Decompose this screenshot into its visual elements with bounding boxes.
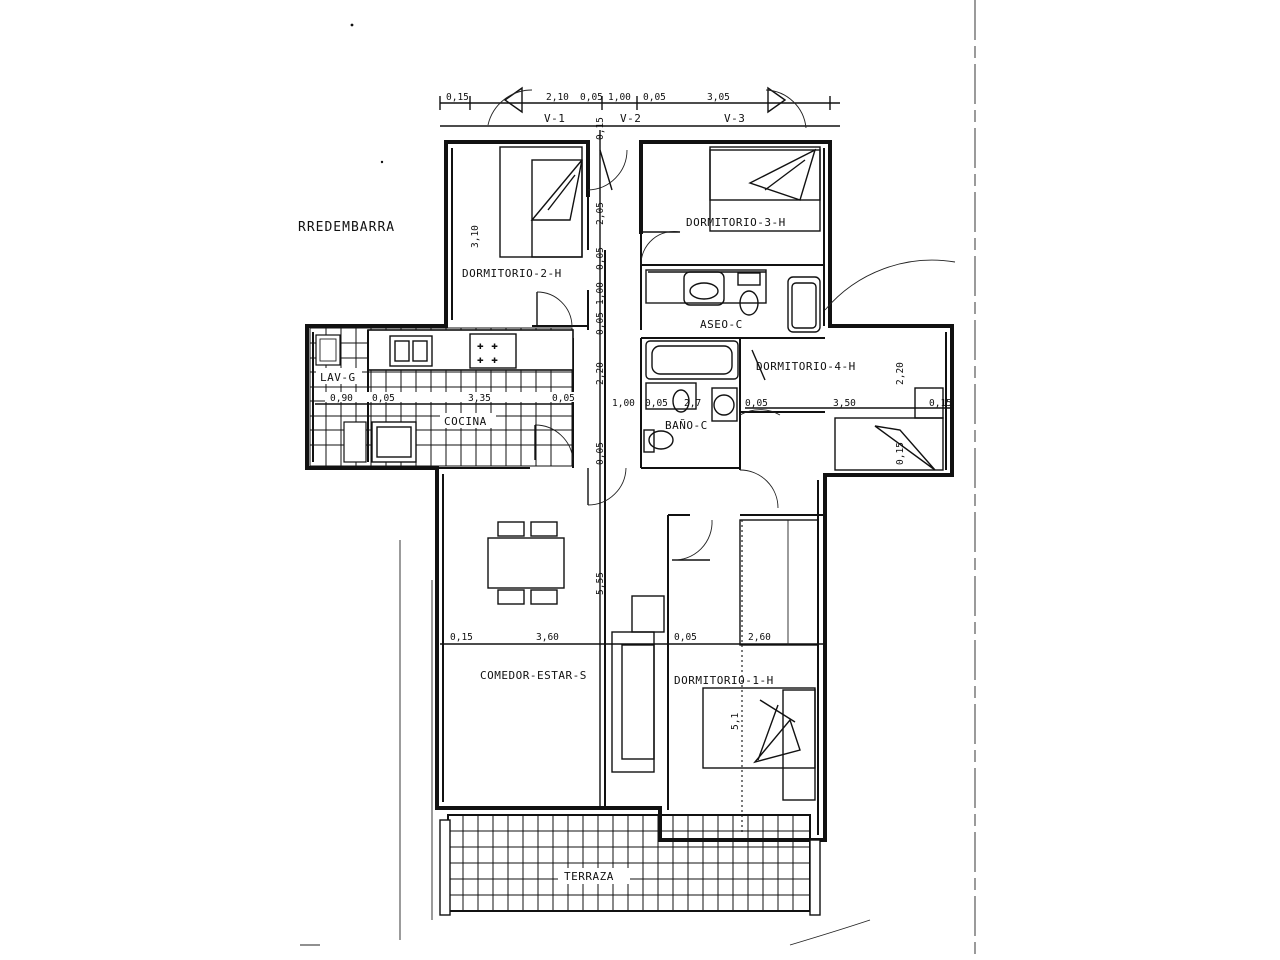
dim-v-005a: 0,05: [595, 247, 606, 270]
dim-top-005a: 0,05: [580, 92, 603, 103]
orientation-arrow-right: [765, 86, 807, 129]
dining-table: [487, 521, 565, 605]
dim-v-220: 2,20: [595, 362, 606, 385]
room-dormitorio-4: DORMITORIO-4-H: [756, 360, 856, 373]
comedor-dimension-line: 0,15 3,60 0,05 2,60: [440, 632, 825, 645]
dim-cocina-335: 3,35: [468, 393, 491, 404]
room-comedor: COMEDOR-ESTAR-S: [480, 669, 587, 682]
svg-text:✚ ✚: ✚ ✚: [477, 353, 498, 366]
aseo-fixtures: [645, 269, 821, 333]
terrace-tile-floor: [439, 814, 821, 916]
window-v1: V-1: [544, 112, 565, 125]
dim-cocina-005: 0,05: [552, 393, 575, 404]
dim-top-100: 1,00: [608, 92, 631, 103]
dim-v-005b: 0,05: [595, 312, 606, 335]
dim-v-555: 5,55: [595, 572, 606, 595]
dim-d4-015: 0,15: [929, 398, 952, 409]
room-aseo: ASEO-C: [700, 318, 743, 331]
dormitorio-4-dimension-line: 0,05 3,50 0,15: [745, 398, 952, 409]
stray-dot: [350, 23, 354, 27]
room-terraza: TERRAZA: [564, 870, 614, 883]
dim-v-205: 2,05: [595, 202, 606, 225]
location-label: RREDEMBARRA: [298, 220, 395, 235]
dim-d1-260: 2,60: [748, 632, 771, 643]
corridor-dimension-line: 0,15 2,05 0,05 1,00 0,05 2,20 0,05 5,55: [595, 117, 606, 810]
laundry-label-box: LAV-G: [316, 368, 362, 384]
room-dormitorio-1: DORMITORIO-1-H: [674, 674, 774, 687]
svg-text:✚ ✚: ✚ ✚: [477, 339, 498, 352]
dim-com-360: 3,60: [536, 632, 559, 643]
dim-d4-220: 2,20: [895, 362, 906, 385]
wardrobe-dormitorio-1: [739, 519, 819, 835]
dim-d1-51: 5,1: [730, 713, 741, 730]
dim-com-015: 0,15: [450, 632, 473, 643]
interior-walls: [437, 195, 825, 810]
dim-lav-005: 0,05: [372, 393, 395, 404]
dim-v-100: 1,00: [595, 282, 606, 305]
dim-lav-090: 0,90: [330, 393, 353, 404]
room-lavadero: LAV-G: [320, 371, 356, 384]
bed-dormitorio-2: [499, 146, 583, 258]
bed-dormitorio-3: [709, 146, 821, 232]
dim-d4-015b: 0,15: [895, 442, 906, 465]
room-bano: BAÑO-C: [665, 419, 708, 432]
kitchen-counters: ✚ ✚ ✚ ✚: [315, 329, 574, 463]
dim-com-005: 0,05: [674, 632, 697, 643]
room-dormitorio-2: DORMITORIO-2-H: [462, 267, 562, 280]
dim-bano-100: 1,00: [612, 398, 635, 409]
dim-bano-27: 2,7: [684, 398, 701, 409]
room-cocina: COCINA: [444, 415, 487, 428]
exterior-walls: [305, 140, 954, 842]
orientation-arrow-left: [487, 86, 533, 126]
room-dormitorio-3: DORMITORIO-3-H: [686, 216, 786, 229]
window-v2: V-2: [620, 112, 641, 125]
stray-dot-2: [380, 160, 384, 164]
dim-top-015: 0,15: [446, 92, 469, 103]
doors: [534, 149, 956, 561]
dim-top-210: 2,10: [546, 92, 569, 103]
dim-v-015: 0,15: [595, 117, 606, 140]
dim-top-005b: 0,05: [643, 92, 666, 103]
top-dimension-line: 0,15 2,10 0,05 1,00 0,05 3,05 V-1 V-2 V-…: [439, 92, 840, 127]
bed-dormitorio-4: [834, 387, 944, 471]
sofa: [611, 595, 665, 773]
bed-dormitorio-1: [702, 687, 816, 801]
dim-d4-350: 3,50: [833, 398, 856, 409]
dim-bano-005: 0,05: [645, 398, 668, 409]
dim-v-005c: 0,05: [595, 442, 606, 465]
kitchen-dimension-line: 0,90 0,05 3,35 0,05: [315, 392, 575, 405]
window-v3: V-3: [724, 112, 745, 125]
stray-curve: [789, 919, 871, 946]
dim-d4-005: 0,05: [745, 398, 768, 409]
dim-top-305: 3,05: [707, 92, 730, 103]
dim-d2-310: 3,10: [470, 225, 481, 248]
bano-fixtures: [643, 340, 739, 453]
